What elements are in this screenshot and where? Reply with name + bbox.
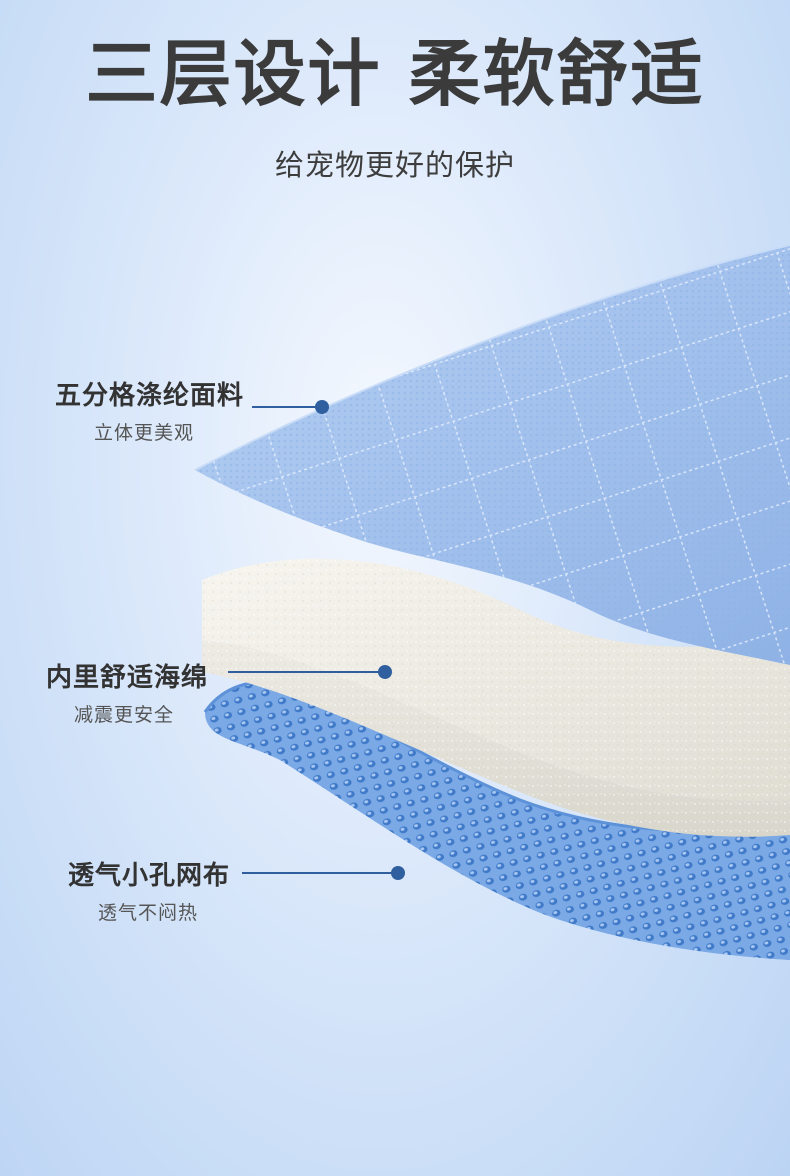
layer-name-fabric: 五分格涤纶面料 [54, 381, 244, 411]
layer-desc-fabric: 立体更美观 [93, 422, 194, 444]
leader-line-mesh [242, 866, 405, 880]
leader-line-sponge [228, 665, 392, 679]
layer-name-sponge: 内里舒适海绵 [45, 663, 208, 693]
layer-desc-mesh: 透气不闷热 [97, 902, 198, 924]
leader-line-fabric [252, 400, 329, 414]
page-subtitle: 给宠物更好的保护 [274, 148, 515, 182]
page-title: 三层设计 柔软舒适 [85, 32, 705, 116]
layer-desc-sponge: 减震更安全 [73, 704, 174, 726]
layer-name-mesh: 透气小孔网布 [67, 861, 230, 891]
sponge-layer [202, 558, 790, 837]
fabric-layer [194, 244, 790, 665]
